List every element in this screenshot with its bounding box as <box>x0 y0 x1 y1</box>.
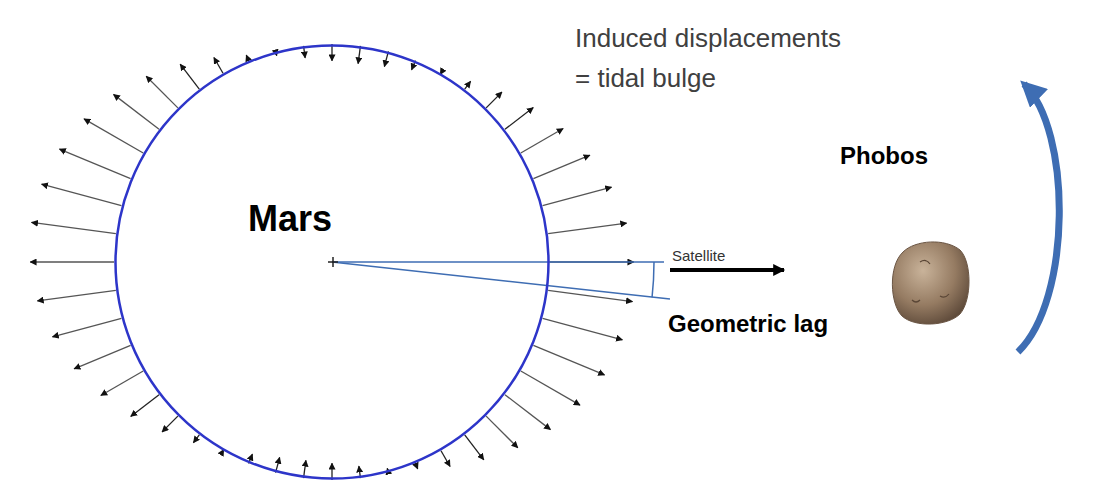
displacement-arrow <box>548 223 626 233</box>
displacement-arrow <box>101 371 143 395</box>
displacement-arrow <box>505 108 533 130</box>
arrow-label: Satellite <box>672 247 725 264</box>
displacement-arrow <box>486 92 502 108</box>
displacement-arrow <box>521 371 580 405</box>
displacement-arrow <box>415 463 417 468</box>
displacement-arrow <box>131 395 159 417</box>
planet-outline <box>114 44 550 480</box>
displacement-arrow <box>84 119 143 153</box>
displacement-arrow <box>521 129 563 153</box>
planet-outline <box>116 46 549 479</box>
displacement-arrow <box>548 290 632 301</box>
displacement-arrow <box>533 345 604 374</box>
displacement-arrow <box>42 184 122 205</box>
displacement-arrow <box>162 416 178 432</box>
displacement-arrow <box>193 435 199 443</box>
displacement-arrow <box>32 222 116 233</box>
displacement-arrow <box>52 318 121 336</box>
displacement-arrow <box>505 395 551 430</box>
lag-line <box>332 262 670 299</box>
phobos-craters <box>912 260 949 302</box>
displacement-arrow <box>441 451 450 467</box>
displacement-arrow <box>246 55 248 60</box>
displacement-arrow <box>74 345 130 368</box>
displacement-arrow <box>146 76 178 108</box>
displacement-arrow <box>214 58 223 74</box>
displacement-arrow <box>543 187 612 205</box>
angle-label: Geometric lag <box>668 310 828 339</box>
planet-name: Mars <box>248 198 332 239</box>
displacement-arrow <box>59 149 130 178</box>
reference-line <box>332 261 664 263</box>
displacement-arrow <box>543 318 623 339</box>
planet-circle: Mars <box>114 44 550 480</box>
displacement-arrow <box>114 94 160 129</box>
displacement-arrow <box>465 81 471 89</box>
displacement-arrow <box>30 261 114 262</box>
displacement-arrow <box>465 435 484 460</box>
lag-angle-arc <box>652 262 654 297</box>
moon-name: Phobos <box>840 142 928 171</box>
displacement-arrow <box>180 64 199 89</box>
displacement-arrow <box>533 155 589 178</box>
satellite-direction-arrow <box>670 268 784 272</box>
displacement-arrow <box>37 290 115 300</box>
orbit-direction-arrow <box>1018 84 1059 352</box>
displacement-arrow <box>486 416 518 448</box>
caption-note: Induced displacements = tidal bulge <box>575 18 855 98</box>
center-mark <box>332 257 334 267</box>
phobos-image <box>892 242 969 324</box>
